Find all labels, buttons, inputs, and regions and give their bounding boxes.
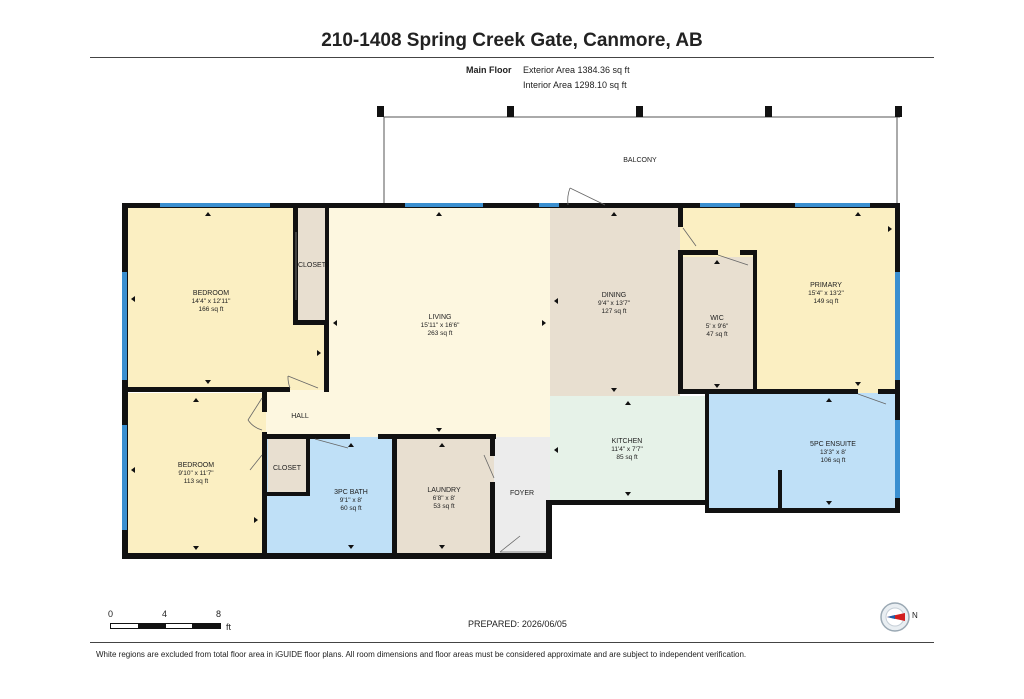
scale-tick-4: 4: [162, 609, 168, 619]
dining-area: 127 sq ft: [602, 308, 627, 315]
balcony-label: BALCONY: [623, 157, 657, 164]
scale-tick-0: 0: [108, 609, 114, 619]
bedroom2-label: BEDROOM: [178, 462, 214, 469]
bedroom1-label: BEDROOM: [193, 290, 229, 297]
kitchen-area: 85 sq ft: [616, 454, 638, 461]
title-divider: [90, 57, 934, 58]
scale-unit: ft: [226, 622, 232, 632]
doors: [247, 187, 887, 553]
prepared-date: PREPARED: 2026/06/05: [468, 619, 567, 629]
ensuite-dims: 13'3" x 8': [820, 449, 846, 456]
living-room: [328, 207, 550, 437]
laundry-room: [396, 437, 494, 554]
ensuite-room: [707, 393, 897, 511]
dimension-markers: [131, 212, 892, 550]
wic-room-overlay: [682, 257, 753, 391]
bedroom2-room: [125, 393, 266, 555]
closet2-room-overlay: [268, 439, 306, 492]
primary-label: PRIMARY: [810, 282, 842, 289]
living-label: LIVING: [429, 314, 452, 321]
scale-tick-8: 8: [216, 609, 222, 619]
interior-area: Interior Area 1298.10 sq ft: [523, 80, 627, 90]
foyer-label: FOYER: [510, 490, 534, 497]
dining-room: [550, 207, 680, 396]
living-area: 263 sq ft: [428, 330, 453, 337]
compass-icon: N: [880, 600, 920, 634]
compass-north-label: N: [912, 611, 918, 620]
laundry-label: LAUNDRY: [427, 487, 461, 494]
footer-divider: [90, 642, 934, 643]
laundry-area: 53 sq ft: [433, 503, 455, 510]
primary-area: 149 sq ft: [814, 298, 839, 305]
bedroom2-dims: 9'10" x 11'7": [178, 470, 214, 477]
kitchen-label: KITCHEN: [612, 438, 643, 445]
bath-dims: 9'1" x 8': [340, 497, 363, 504]
page-title: 210-1408 Spring Creek Gate, Canmore, AB: [321, 30, 703, 51]
scale-seg-4: [192, 623, 221, 629]
kitchen-room: [550, 396, 707, 504]
ensuite-area: 106 sq ft: [821, 457, 846, 464]
hall-label: HALL: [291, 413, 309, 420]
closet1-room: [296, 207, 328, 322]
dining-label: DINING: [602, 292, 627, 299]
kitchen-dims: 11'4" x 7'7": [611, 446, 643, 453]
dining-dims: 9'4" x 13'7": [598, 300, 631, 307]
hall-room: [266, 390, 350, 437]
scale-seg-2: [138, 623, 167, 629]
bath-label: 3PC BATH: [334, 489, 368, 496]
wic-area: 47 sq ft: [706, 331, 728, 338]
closet2-label: CLOSET: [273, 465, 302, 472]
scale-bar: 0 4 8 ft: [108, 609, 248, 639]
ensuite-label: 5PC ENSUITE: [810, 441, 856, 448]
living-dims: 15'11" x 16'6": [421, 322, 460, 329]
bath-area: 60 sq ft: [340, 505, 362, 512]
windows: [122, 203, 900, 530]
exterior-area: Exterior Area 1384.36 sq ft: [523, 65, 630, 75]
bedroom2-area: 113 sq ft: [184, 478, 209, 485]
primary-dims: 15'4" x 13'2": [808, 290, 844, 297]
foyer-room: [494, 437, 550, 557]
balcony: BALCONY: [377, 106, 902, 205]
scale-seg-1: [110, 623, 140, 629]
bedroom1-dims: 14'4" x 12'11": [192, 298, 231, 305]
disclaimer-text: White regions are excluded from total fl…: [96, 650, 747, 659]
wic-dims: 5' x 9'6": [706, 323, 729, 330]
scale-seg-3: [165, 623, 194, 629]
floor-label: Main Floor: [466, 65, 512, 75]
wic-label: WIC: [710, 315, 724, 322]
closet1-label: CLOSET: [298, 262, 327, 269]
laundry-dims: 6'8" x 8': [433, 495, 456, 502]
bedroom1-area: 166 sq ft: [199, 306, 224, 313]
